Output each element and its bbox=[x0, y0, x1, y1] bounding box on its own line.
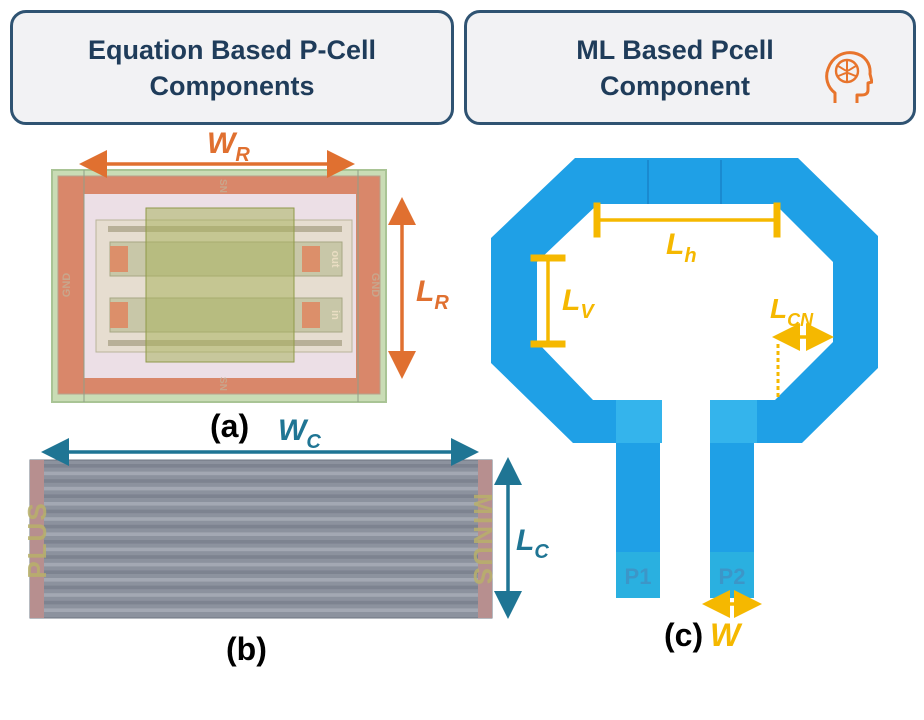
pin-minus: MINUS bbox=[468, 493, 498, 587]
capacitor-finger bbox=[44, 502, 478, 506]
pin-gnd-left: GND bbox=[61, 273, 73, 298]
capacitor-finger bbox=[44, 532, 478, 536]
capacitor-finger bbox=[44, 593, 478, 597]
capacitor-finger bbox=[44, 547, 478, 552]
resistor-layout: GND GND SN SN out in bbox=[51, 169, 387, 403]
capacitor-finger bbox=[44, 562, 478, 567]
pin-in: in bbox=[329, 310, 341, 320]
port-p2: P2 bbox=[719, 564, 746, 589]
port-p1: P1 bbox=[625, 564, 652, 589]
lr-label: LR bbox=[416, 275, 449, 314]
pin-out: out bbox=[329, 250, 341, 267]
lh-label: Lh bbox=[666, 228, 697, 267]
capacitor-finger bbox=[44, 555, 478, 559]
capacitor-layout: PLUS MINUS bbox=[22, 459, 498, 619]
header-right-line1: ML Based Pcell bbox=[576, 34, 774, 65]
capacitor-finger bbox=[44, 464, 478, 468]
header-left-line1: Equation Based P-Cell bbox=[87, 34, 377, 65]
header-equation-based: Equation Based P-Cell Components bbox=[10, 10, 454, 125]
lc-label: LC bbox=[516, 524, 549, 563]
pin-gnd-right: GND bbox=[369, 273, 381, 298]
capacitor-finger bbox=[44, 600, 478, 605]
brain-head-icon bbox=[825, 51, 873, 103]
header-right-line2: Component bbox=[600, 70, 750, 101]
pin-top: SN bbox=[217, 179, 228, 193]
capacitor-finger bbox=[44, 524, 478, 529]
capacitor-finger bbox=[44, 509, 478, 514]
pin-plus: PLUS bbox=[22, 501, 52, 578]
lcn-label: LCN bbox=[770, 293, 814, 330]
caption-a: (a) bbox=[210, 408, 249, 444]
capacitor-finger bbox=[44, 486, 478, 491]
capacitor-finger bbox=[44, 585, 478, 590]
wr-label: WR bbox=[207, 127, 250, 166]
w-label: W bbox=[710, 617, 743, 653]
lv-label: LV bbox=[562, 284, 595, 323]
capacitor-finger bbox=[44, 517, 478, 521]
caption-c: (c) bbox=[664, 617, 703, 653]
wc-label: WC bbox=[278, 414, 321, 453]
header-ml-based: ML Based Pcell Component bbox=[464, 10, 916, 125]
capacitor-finger bbox=[44, 479, 478, 483]
header-left-line2: Components bbox=[149, 70, 315, 101]
capacitor-finger bbox=[44, 578, 478, 582]
caption-b: (b) bbox=[226, 631, 267, 667]
capacitor-finger bbox=[44, 494, 478, 498]
capacitor-finger bbox=[44, 471, 478, 476]
pin-bottom: SN bbox=[217, 377, 228, 391]
capacitor-finger bbox=[44, 608, 478, 612]
capacitor-finger bbox=[44, 570, 478, 574]
capacitor-finger bbox=[44, 540, 478, 544]
inductor-layout: P1 P2 bbox=[491, 158, 878, 598]
